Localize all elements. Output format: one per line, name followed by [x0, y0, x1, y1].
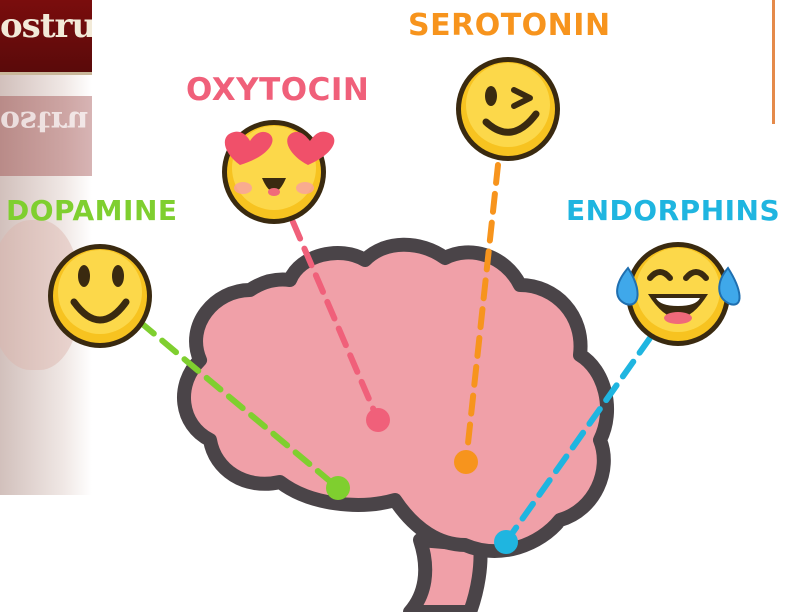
dopamine-label: DOPAMINE	[6, 194, 178, 227]
serotonin-label: SEROTONIN	[408, 8, 611, 43]
serotonin-endpoint	[454, 450, 478, 474]
dopamine-endpoint	[326, 476, 350, 500]
brain-body	[184, 245, 607, 551]
winking-face-icon	[456, 57, 560, 161]
oxytocin-label: OXYTOCIN	[186, 72, 369, 108]
smiling-face-icon	[48, 244, 152, 348]
oxytocin-endpoint	[366, 408, 390, 432]
heart-eyes-face-icon	[222, 120, 334, 224]
brain	[184, 245, 607, 612]
endorphins-label: ENDORPHINS	[566, 194, 780, 227]
tears-of-joy-face-icon	[617, 242, 739, 346]
endorphins-endpoint	[494, 530, 518, 554]
